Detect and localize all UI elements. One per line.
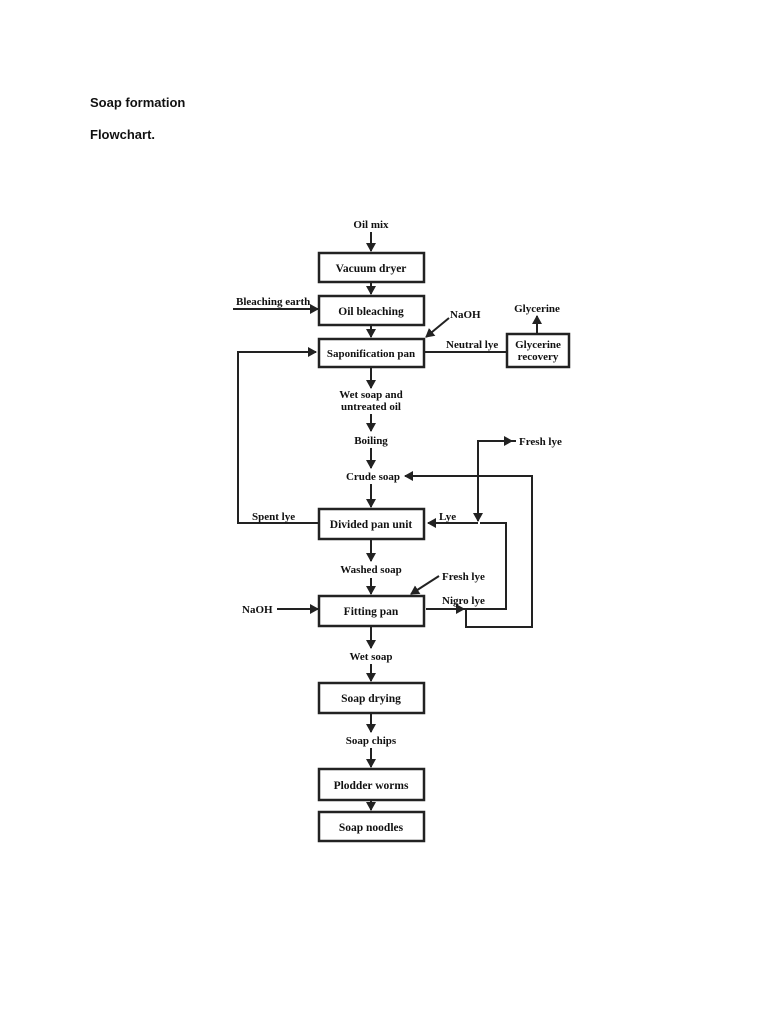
label-divided-pan-unit: Divided pan unit (330, 519, 413, 531)
label-plodder-worms: Plodder worms (334, 780, 409, 792)
box-soap-noodles (317, 810, 426, 843)
label-soap-noodles: Soap noodles (339, 822, 404, 834)
label-neutral-lye: Neutral lye (446, 339, 498, 351)
box-glycerine-recovery (505, 332, 571, 369)
arrow-nigro-lye-to-crudesoap (404, 471, 533, 628)
label-boiling: Boiling (354, 435, 388, 447)
label-oil-bleaching: Oil bleaching (338, 306, 404, 318)
label-bleaching-earth: Bleaching earth (236, 296, 310, 308)
label-fresh-lye-top: Fresh lye (519, 436, 562, 448)
label-wet-soap-untreated-line2: untreated oil (341, 401, 401, 413)
box-divided-pan-unit (317, 507, 426, 541)
label-nigro-lye: Nigro lye (442, 595, 485, 607)
box-vacuum-dryer (317, 251, 426, 284)
label-glycerine: Glycerine (514, 303, 560, 315)
box-fitting-pan (317, 594, 426, 628)
label-vacuum-dryer: Vacuum dryer (336, 263, 407, 275)
label-soap-drying: Soap drying (341, 693, 401, 705)
arrow-spent-lye-loop (237, 347, 318, 524)
label-naoh-lower: NaOH (242, 604, 273, 616)
label-fresh-lye-lower: Fresh lye (442, 571, 485, 583)
document-heading: Soap formation (90, 95, 186, 110)
label-crude-soap: Crude soap (346, 471, 400, 483)
label-spent-lye: Spent lye (252, 511, 295, 523)
label-washed-soap: Washed soap (340, 564, 401, 576)
label-glycerine-recovery-line1: Glycerine (515, 339, 561, 351)
box-soap-drying (317, 681, 426, 715)
label-oil-mix: Oil mix (353, 219, 389, 231)
label-soap-chips: Soap chips (346, 735, 397, 747)
label-lye: Lye (439, 511, 456, 523)
document-subheading: Flowchart. (90, 127, 156, 142)
label-wet-soap: Wet soap (349, 651, 392, 663)
arrow-fresh-lye-top (473, 440, 516, 522)
label-wet-soap-untreated-line1: Wet soap and (339, 389, 403, 401)
label-saponification-pan: Saponification pan (327, 348, 415, 360)
label-fitting-pan: Fitting pan (344, 606, 399, 618)
label-naoh-top: NaOH (450, 309, 481, 321)
box-saponification-pan (317, 337, 426, 369)
box-oil-bleaching (317, 294, 426, 327)
label-glycerine-recovery-line2: recovery (518, 351, 559, 363)
arrow-naoh-in (425, 317, 450, 338)
box-plodder-worms (317, 767, 426, 802)
arrow-fresh-lye-into-fittingpan (410, 575, 440, 595)
